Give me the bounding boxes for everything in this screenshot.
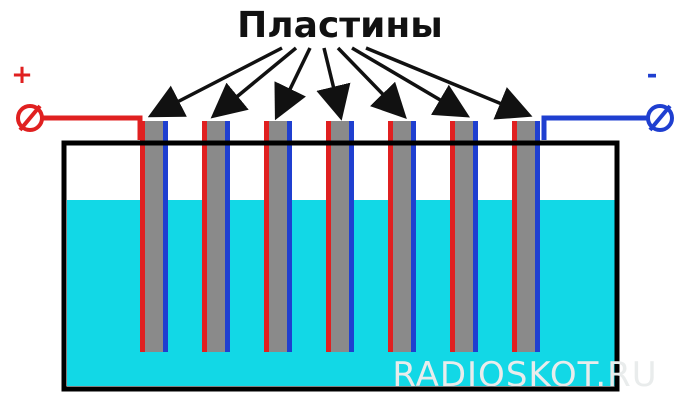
plate xyxy=(388,121,416,352)
plate-negative-stripe xyxy=(473,121,478,352)
positive-sign: + xyxy=(11,60,33,90)
plate-positive-stripe xyxy=(326,121,331,352)
plate xyxy=(326,121,354,352)
plate xyxy=(512,121,540,352)
plate-negative-stripe xyxy=(287,121,292,352)
plate-positive-stripe xyxy=(140,121,145,352)
plate xyxy=(450,121,478,352)
plate-negative-stripe xyxy=(535,121,540,352)
arrow-icon xyxy=(147,46,283,118)
negative-wire xyxy=(541,115,648,140)
plate-negative-stripe xyxy=(225,121,230,352)
arrows-group xyxy=(147,46,533,121)
plate xyxy=(140,121,168,352)
arrow-icon xyxy=(336,46,407,120)
plate xyxy=(264,121,292,352)
plate-positive-stripe xyxy=(264,121,269,352)
negative-sign: - xyxy=(647,60,658,90)
tank xyxy=(61,140,620,392)
plate-positive-stripe xyxy=(512,121,517,352)
arrow-icon xyxy=(316,47,351,121)
plate-negative-stripe xyxy=(411,121,416,352)
positive-wire xyxy=(42,115,143,140)
arrow-icon xyxy=(351,46,471,118)
plates-group xyxy=(140,121,540,352)
plate-positive-stripe xyxy=(388,121,393,352)
terminal-no-entry-icon xyxy=(646,104,674,132)
arrow-icon xyxy=(274,47,312,121)
plate xyxy=(202,121,230,352)
plate-positive-stripe xyxy=(202,121,207,352)
watermark: RADIOSKOT.RU xyxy=(392,355,657,395)
title: Пластины xyxy=(237,5,443,46)
negative-terminal: - xyxy=(646,60,674,132)
arrow-icon xyxy=(210,46,298,119)
plate-negative-stripe xyxy=(349,121,354,352)
plate-negative-stripe xyxy=(163,121,168,352)
arrow-icon xyxy=(365,46,533,120)
positive-terminal: + xyxy=(11,60,44,132)
plate-positive-stripe xyxy=(450,121,455,352)
terminal-no-entry-icon xyxy=(16,104,44,132)
